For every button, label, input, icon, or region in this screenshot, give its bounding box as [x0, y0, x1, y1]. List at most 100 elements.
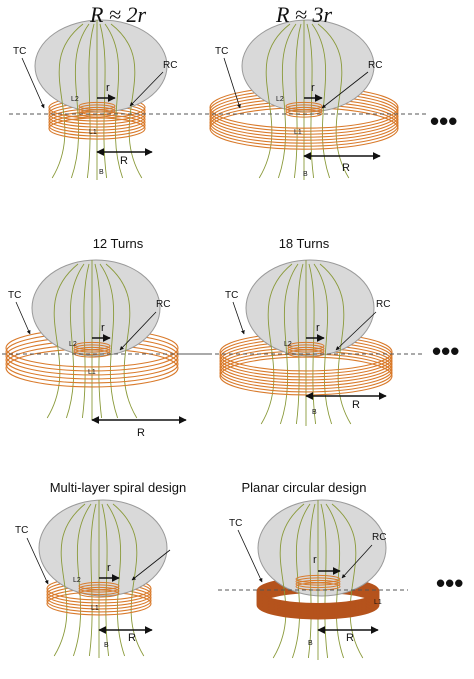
panel-5-l2-label: L2 [73, 577, 81, 584]
panel-3-rx-ring [73, 344, 111, 353]
panel-3-tissue [31, 259, 161, 357]
panel-3-tc-pointer [15, 301, 31, 335]
panel-2-rc-label: RC [368, 60, 382, 71]
panel-2-tx-ring-front [209, 128, 399, 150]
panel-2-tc-label: TC [215, 46, 228, 57]
panel-1-rx-ring [78, 104, 116, 113]
panel-4-tx-ring-front [219, 372, 393, 393]
panel-1-tc-label: TC [13, 46, 26, 57]
panel-2-group [170, 19, 428, 180]
panel-3-title: 12 Turns [93, 236, 144, 251]
panel-6-tx-ring-front [256, 604, 380, 620]
panel-3-rx-ring [73, 349, 111, 358]
panel-6-tc-pointer [237, 529, 263, 583]
panel-4-tx-ring-front [219, 369, 393, 390]
panel-4-field-line [279, 263, 299, 425]
panel-4-group [180, 259, 422, 426]
panel-4-field-line [319, 263, 352, 425]
panel-4-tx-ring-front [219, 354, 393, 375]
panel-2-tx-ring-front [209, 110, 399, 132]
panel-6-tissue [257, 499, 387, 597]
panel-2-field-line [293, 23, 302, 179]
panel-3-tc-label: TC [8, 290, 21, 301]
panel-2-tc-pointer [223, 57, 241, 109]
panel-1-group [9, 19, 175, 180]
panel-1-tx-ring-front [48, 125, 146, 137]
panel-4-R-label: R [352, 399, 360, 411]
panels-root [2, 19, 428, 660]
panel-3-rc-label: RC [156, 299, 170, 310]
panel-2-title: R ≈ 3r [275, 2, 333, 27]
panel-2-tx-ring-front [209, 113, 399, 135]
panel-5-tx-ring-front [46, 603, 152, 616]
panel-3-field-line [99, 263, 119, 419]
panel-3-l1-label: L1 [88, 369, 96, 376]
panel-5-field-line [72, 503, 92, 657]
panel-1-r-label: r [106, 82, 110, 94]
panel-5-rx-ring [78, 586, 120, 596]
panel-2-rx-ring [285, 104, 323, 113]
panel-2-tx-ring-front [209, 125, 399, 147]
panel-3-rx-ring [73, 346, 111, 356]
panel-2-tx-ring-front [209, 119, 399, 141]
panel-6-rx-ring [295, 579, 341, 589]
panel-4-b-label: B [312, 409, 317, 416]
panel-1-title: R ≈ 2r [89, 2, 147, 27]
panel-3-group [2, 259, 208, 424]
panel-5-tissue [38, 499, 168, 597]
panel-4-tx-ring-front [219, 363, 393, 384]
panel-1-field-line [104, 23, 124, 179]
panel-4-field-line [313, 263, 333, 425]
panel-4-tx-coil-front [219, 351, 393, 396]
panel-1-tx-ring-front [48, 116, 146, 128]
panel-1-tc-pointer [21, 57, 45, 109]
panel-6-continuation-dots: ••• [436, 568, 463, 598]
panel-6-field-line [331, 503, 364, 659]
panel-4-tc-label: TC [225, 290, 238, 301]
panel-5-tc-label: TC [15, 525, 28, 536]
panel-3-field-line [46, 263, 79, 419]
panel-4-field-lines [260, 260, 352, 426]
panel-4-rc-label: RC [376, 299, 390, 310]
panel-3-tx-ring-front [5, 351, 179, 372]
panel-4-tx-ring-front [219, 366, 393, 387]
panel-4-rx-ring [287, 346, 325, 356]
panel-6-rx-ring [295, 577, 341, 586]
panel-1-tx-ring-front [48, 107, 146, 119]
panel-2-rx-ring [285, 109, 323, 118]
panel-1-field-line [99, 23, 108, 179]
panel-1-b-label: B [99, 169, 104, 176]
panel-5-rc-pointer [131, 549, 171, 581]
panel-5-tx-ring-front [46, 600, 152, 613]
panel-2-tx-ring-front [209, 107, 399, 129]
panel-4-tc-pointer [232, 301, 245, 335]
panel-1-tx-ring-front [48, 113, 146, 125]
panel-4-continuation-dots: ••• [432, 336, 459, 366]
panel-4-tx-ring-front [219, 360, 393, 381]
panel-1-field-lines [51, 20, 143, 180]
panel-1-tx-coil-front [48, 107, 146, 140]
panel-6-l1-label: L1 [374, 599, 382, 606]
panel-6-tc-label: TC [229, 518, 242, 529]
panel-3-field-line [94, 263, 103, 419]
panel-4-rx-ring [287, 344, 325, 353]
panel-5-title: Multi-layer spiral design [50, 480, 187, 495]
panel-5-field-line [53, 503, 86, 657]
panel-5-field-line [88, 503, 97, 657]
panel-4-rx-ring [287, 349, 325, 358]
panel-5-l1-label: L1 [91, 605, 99, 612]
panel-2-rc-pointer [321, 71, 369, 109]
panel-2-R-label: R [342, 162, 350, 174]
panel-5-field-line [101, 503, 110, 657]
panel-5-rx-coil [78, 581, 120, 598]
panel-6-field-line [307, 503, 316, 659]
panel-4-r-label: r [316, 322, 320, 334]
panel-3-field-line [81, 263, 90, 419]
panel-5-b-label: B [104, 642, 109, 649]
panel-3-R-label: R [137, 427, 145, 439]
panel-1-rx-ring [78, 109, 116, 118]
panel-6-field-line [325, 503, 345, 659]
panel-1-field-line [70, 23, 90, 179]
panel-1-tx-ring-front [48, 122, 146, 134]
panel-2-b-label: B [303, 171, 308, 178]
